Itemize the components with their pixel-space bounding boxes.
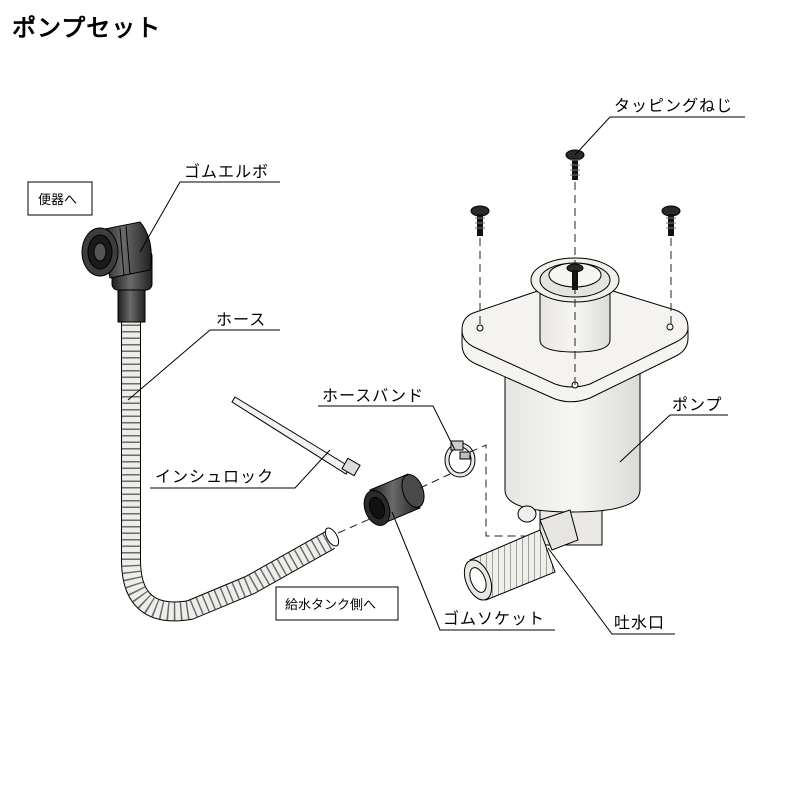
leader-hose [127, 329, 280, 401]
box-to-toilet: 便器へ [27, 181, 93, 216]
leader-hose-band [318, 405, 456, 451]
label-insulock: インシュロック [155, 467, 274, 486]
outlet [463, 505, 579, 601]
rubber-elbow [81, 221, 153, 323]
label-rubber-elbow: ゴムエルボ [184, 162, 269, 181]
hose [121, 318, 340, 622]
label-hose: ホース [216, 310, 266, 329]
leader-tapping-screw [574, 116, 745, 156]
label-tapping-screw: タッピングねじ [614, 96, 733, 115]
box-to-water-tank: 給水タンク側へ [275, 586, 399, 621]
leader-rubber-socket [391, 511, 555, 631]
assembly-line-hose [337, 517, 373, 534]
leader-insulock [150, 449, 331, 489]
box-to-water-tank-label: 給水タンク側へ [285, 598, 376, 613]
leader-outlet [547, 547, 675, 635]
page-title: ポンプセット [12, 14, 162, 42]
label-outlet: 吐水口 [614, 613, 665, 632]
hose-band [444, 440, 476, 478]
tapping-screw-right [661, 205, 681, 236]
assembly-line-socket [419, 473, 451, 489]
insulock [231, 396, 361, 477]
leader-pump [619, 414, 728, 463]
rubber-socket [363, 473, 425, 526]
leader-rubber-elbow [139, 181, 280, 253]
label-rubber-socket: ゴムソケット [443, 609, 545, 628]
tapping-screw-left [470, 205, 490, 236]
box-to-toilet-label: 便器へ [38, 193, 77, 208]
label-pump: ポンプ [672, 395, 723, 414]
label-hose-band: ホースバンド [322, 386, 424, 405]
